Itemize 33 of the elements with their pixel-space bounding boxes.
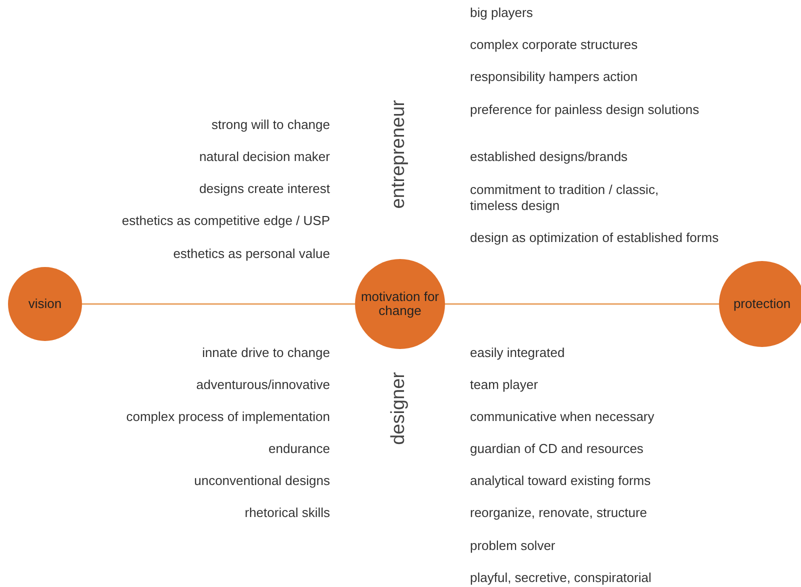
node-label: motivation for change <box>360 290 440 318</box>
trait-text: esthetics as competitive edge / USP <box>122 213 330 229</box>
trait-text: commitment to tradition / classic, timeless design <box>470 182 660 214</box>
trait-text: natural decision maker <box>199 149 330 165</box>
trait-text: easily integrated <box>470 345 566 361</box>
trait-text: problem solver <box>470 538 556 554</box>
trait-text: design as optimization of established forms <box>470 230 720 246</box>
trait-text: innate drive to change <box>202 345 330 361</box>
connector-line <box>445 303 719 305</box>
trait-text: preference for painless design solutions <box>470 102 700 118</box>
trait-text: endurance <box>268 441 330 457</box>
trait-text: esthetics as personal value <box>173 246 330 262</box>
trait-text: responsibility hampers action <box>470 69 639 85</box>
trait-text: reorganize, renovate, structure <box>470 505 648 521</box>
connector-line <box>82 303 355 305</box>
trait-text: complex process of implementation <box>126 409 330 425</box>
trait-text: designs create interest <box>199 181 330 197</box>
trait-text: rhetorical skills <box>244 505 330 521</box>
trait-text: team player <box>470 377 539 393</box>
node-label: vision <box>28 297 62 311</box>
trait-text: big players <box>470 5 534 21</box>
trait-text: complex corporate structures <box>470 37 639 53</box>
trait-text: unconventional designs <box>194 473 330 489</box>
trait-text: established designs/brands <box>470 149 629 165</box>
quadrant-title: entrepreneur <box>388 100 410 209</box>
trait-text: communicative when necessary <box>470 409 656 425</box>
quadrant-title: designer <box>388 372 410 445</box>
trait-text: playful, secretive, conspiratorial <box>470 570 652 586</box>
node-label: protection <box>733 297 791 311</box>
trait-text: analytical toward existing forms <box>470 473 652 489</box>
trait-text: strong will to change <box>211 117 330 133</box>
trait-text: guardian of CD and resources <box>470 441 644 457</box>
trait-text: adventurous/innovative <box>196 377 330 393</box>
